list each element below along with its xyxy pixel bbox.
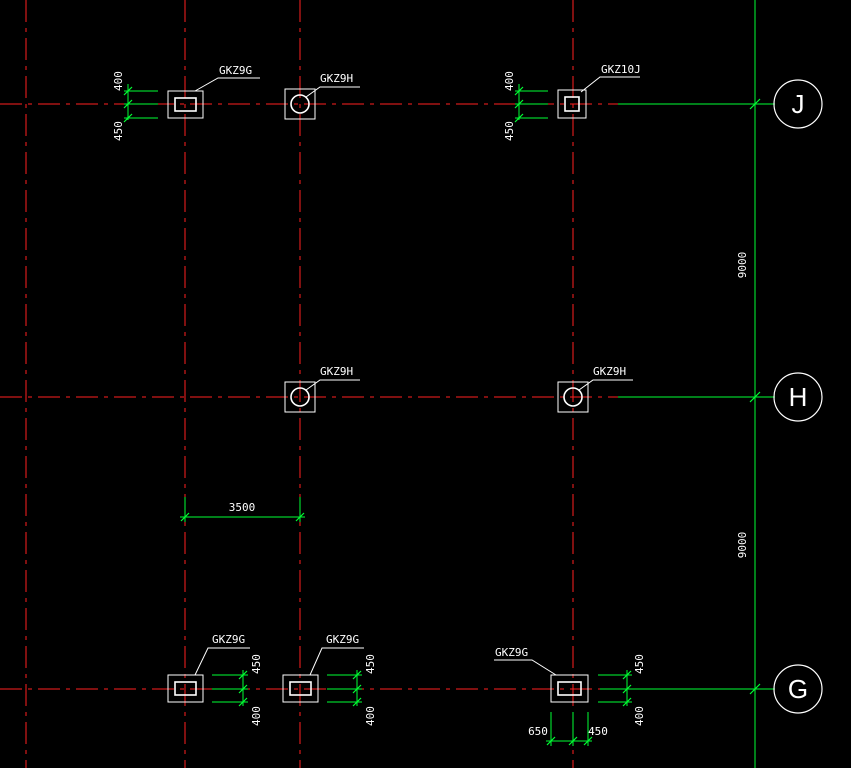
column-core (564, 96, 580, 112)
column-tag: GKZ9H (320, 365, 353, 378)
dimension-top-left: 400 450 (112, 71, 158, 141)
column-outline (167, 90, 204, 119)
dimension-bottom-mid: 450 400 (327, 654, 377, 726)
tick (568, 736, 578, 746)
column-outline (284, 381, 316, 413)
dim-label: 400 (364, 706, 377, 726)
column-outline (557, 89, 587, 119)
tick (123, 86, 133, 96)
tick (622, 684, 632, 694)
span-label-jh: 9000 (736, 252, 749, 279)
tick (622, 697, 632, 707)
dim-label: 400 (503, 71, 516, 91)
tick (546, 736, 556, 746)
tick (622, 670, 632, 680)
column-outline (557, 381, 589, 413)
column-leader (305, 86, 360, 98)
dimension-bottom-right-vertical: 450 400 (598, 654, 646, 726)
column-c5[interactable]: GKZ9H (557, 365, 633, 413)
tick (295, 512, 305, 522)
dim-label: 400 (633, 706, 646, 726)
column-leader (309, 647, 364, 676)
column-outline (550, 674, 589, 703)
span-label-hg: 9000 (736, 532, 749, 559)
tick (352, 670, 362, 680)
column-c1[interactable]: GKZ9G (167, 64, 260, 119)
column-tag: GKZ9G (326, 633, 359, 646)
column-core (289, 681, 312, 696)
grid-lines (0, 0, 620, 768)
dimension-bottom-right-horizontal: 650 450 (528, 712, 608, 746)
axis-bubble-g: G (773, 664, 823, 714)
column-leader (494, 659, 557, 676)
column-tag: GKZ9G (212, 633, 245, 646)
dimension-bay-width: 3500 (180, 497, 305, 522)
dim-label: 450 (364, 654, 377, 674)
dim-label: 3500 (229, 501, 256, 514)
column-leader (305, 379, 360, 391)
tick (749, 98, 761, 110)
column-tag: GKZ10J (601, 63, 641, 76)
tick (514, 99, 524, 109)
dim-label: 400 (112, 71, 125, 91)
axis-bubble-circle (773, 664, 823, 714)
dim-label: 400 (250, 706, 263, 726)
column-c6[interactable]: GKZ9G (167, 633, 250, 703)
column-c4[interactable]: GKZ9H (284, 365, 360, 413)
column-outline (167, 674, 204, 703)
column-core (290, 94, 310, 114)
column-core (563, 387, 583, 407)
tick (238, 684, 248, 694)
column-outline (284, 88, 316, 120)
column-core (174, 681, 197, 696)
column-tag: GKZ9G (495, 646, 528, 659)
axis-label-j: J (792, 89, 805, 119)
column-leader (194, 647, 250, 676)
column-leader (578, 379, 633, 391)
tick (514, 86, 524, 96)
column-c3[interactable]: GKZ10J (557, 63, 641, 119)
dim-label: 450 (250, 654, 263, 674)
tick (352, 684, 362, 694)
column-core (290, 387, 310, 407)
dimension-bottom-left: 450 400 (212, 654, 263, 726)
tick (583, 736, 593, 746)
tick (180, 512, 190, 522)
column-c8[interactable]: GKZ9G (494, 646, 589, 703)
axis-label-h: H (789, 382, 808, 412)
column-leader (194, 77, 260, 92)
column-core (174, 97, 197, 112)
dim-label: 450 (588, 725, 608, 738)
column-c2[interactable]: GKZ9H (284, 72, 360, 120)
axis-bubble-h: H (773, 372, 823, 422)
tick (749, 391, 761, 403)
dim-label: 450 (112, 121, 125, 141)
axis-label-g: G (788, 674, 808, 704)
tick (238, 697, 248, 707)
column-tag: GKZ9H (593, 365, 626, 378)
column-outline (282, 674, 319, 703)
tick (352, 697, 362, 707)
column-tag: GKZ9H (320, 72, 353, 85)
tick (238, 670, 248, 680)
axis-bubble-j: J (773, 79, 823, 129)
dim-label: 450 (633, 654, 646, 674)
dim-label: 450 (503, 121, 516, 141)
tick (123, 113, 133, 123)
axis-bubble-circle (773, 372, 823, 422)
axis-bubble-circle (773, 79, 823, 129)
dim-label: 650 (528, 725, 548, 738)
column-c7[interactable]: GKZ9G (282, 633, 364, 703)
dimension-top-mid: 400 450 (503, 71, 548, 141)
tick (123, 99, 133, 109)
column-core (557, 681, 582, 696)
column-tag: GKZ9G (219, 64, 252, 77)
column-leader (580, 76, 640, 93)
axis-dimension-lines: 9000 9000 (600, 0, 775, 768)
tick (514, 113, 524, 123)
tick (749, 683, 761, 695)
